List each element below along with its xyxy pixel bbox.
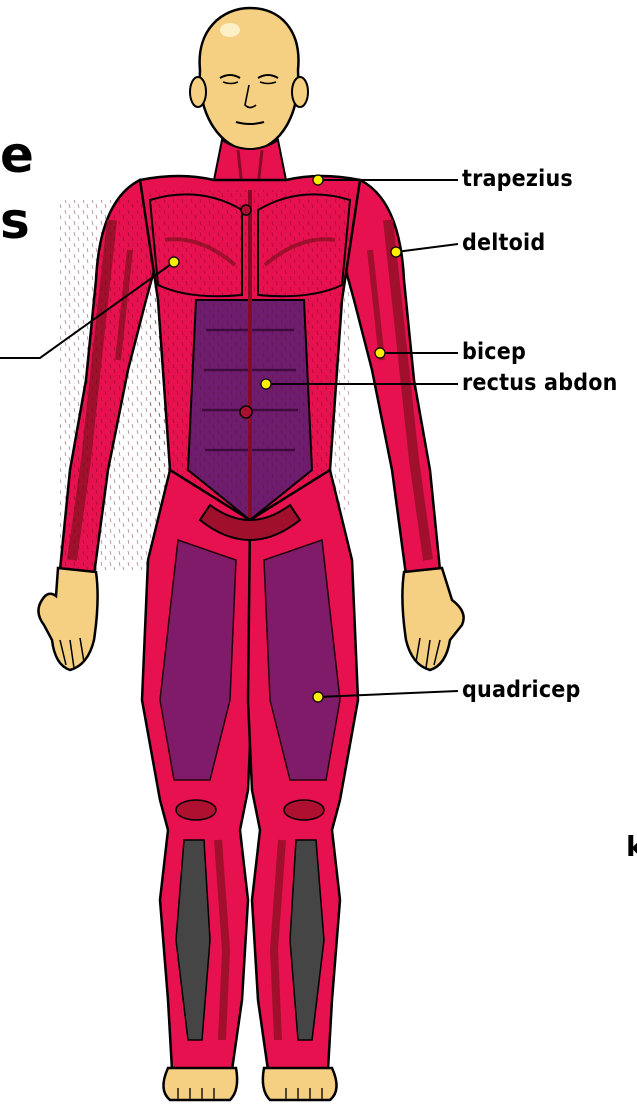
- left-leg: [142, 470, 252, 1070]
- left-fragment-2: s: [0, 196, 30, 246]
- quadricep-dot: [313, 692, 323, 702]
- label-trapezius: trapezius: [462, 166, 573, 192]
- label-deltoid: deltoid: [462, 230, 545, 256]
- pectoral-dot: [169, 257, 179, 267]
- right-leg: [248, 470, 358, 1070]
- bicep-dot: [375, 348, 385, 358]
- rectus-dot: [261, 379, 271, 389]
- label-quadricep: quadricep: [462, 677, 581, 703]
- right-fragment: k: [626, 830, 637, 863]
- label-rectus-abdominis: rectus abdon: [462, 370, 618, 396]
- left-hand: [38, 568, 97, 670]
- deltoid-dot: [391, 247, 401, 257]
- left-fragment-1: e: [0, 130, 34, 180]
- head: [190, 8, 308, 152]
- right-hand: [402, 568, 463, 670]
- feet: [163, 1068, 336, 1100]
- torso: [140, 176, 360, 520]
- trapezius-dot: [313, 175, 323, 185]
- label-bicep: bicep: [462, 339, 526, 365]
- deltoid-leader: [396, 244, 458, 252]
